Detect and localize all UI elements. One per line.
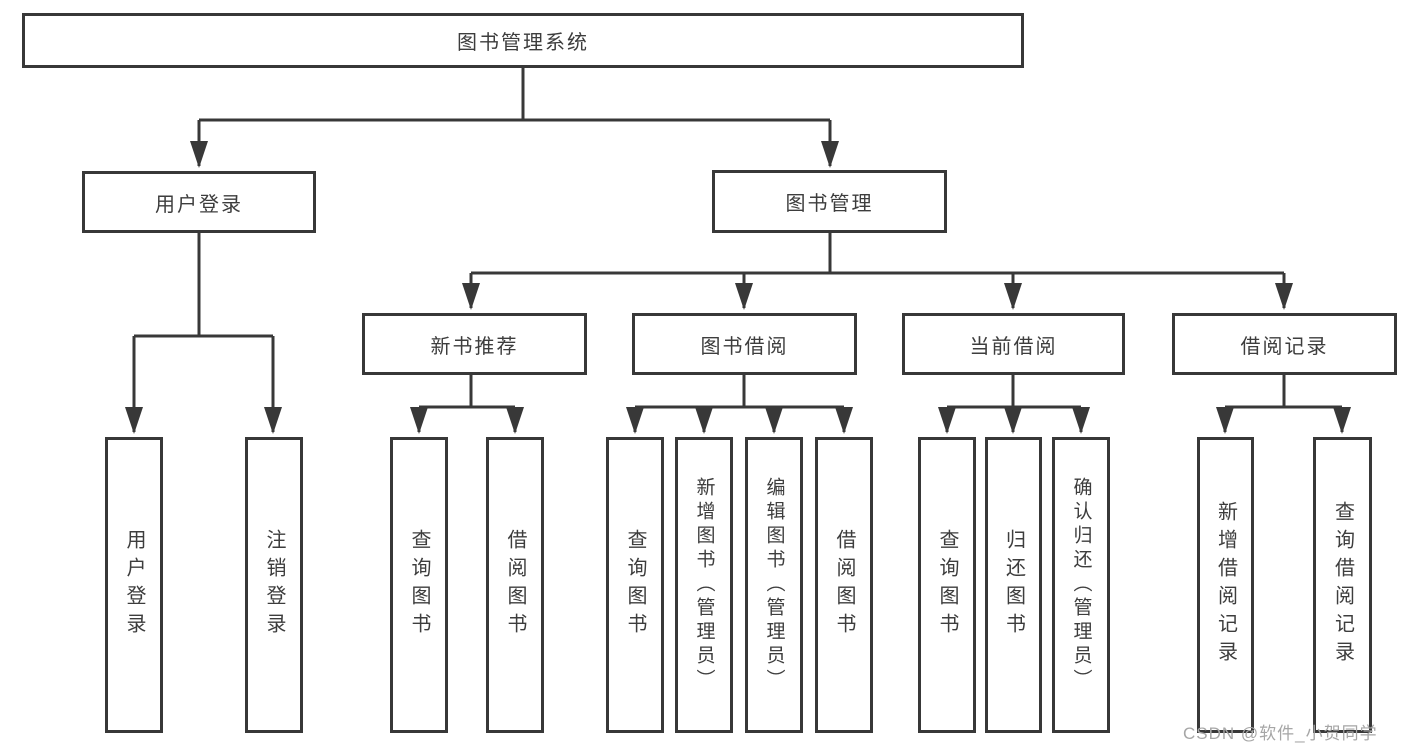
node-book-borrowing: 图书借阅 bbox=[632, 313, 857, 375]
node-new-book-recommend-label: 新书推荐 bbox=[430, 335, 519, 358]
csdn-watermark: CSDN @软件_小贺同学 bbox=[1183, 724, 1378, 743]
leaf-edit-books-admin: 编辑图书（管理员） bbox=[745, 437, 803, 733]
node-borrowing-records-label: 借阅记录 bbox=[1240, 335, 1329, 358]
leaf-logout: 注销登录 bbox=[245, 437, 303, 733]
leaf-confirm-return-admin-label: 确认归还（管理员） bbox=[1070, 477, 1092, 693]
node-borrowing-records: 借阅记录 bbox=[1172, 313, 1397, 375]
leaf-query-books-1-label: 查询图书 bbox=[408, 529, 430, 641]
leaf-logout-label: 注销登录 bbox=[263, 529, 285, 641]
node-book-management: 图书管理 bbox=[712, 170, 947, 233]
leaf-query-borrow-record: 查询借阅记录 bbox=[1313, 437, 1372, 733]
node-book-borrowing-label: 图书借阅 bbox=[700, 335, 789, 358]
leaf-borrow-books-1: 借阅图书 bbox=[486, 437, 544, 733]
node-new-book-recommend: 新书推荐 bbox=[362, 313, 587, 375]
leaf-confirm-return-admin: 确认归还（管理员） bbox=[1052, 437, 1110, 733]
leaf-add-books-admin: 新增图书（管理员） bbox=[675, 437, 733, 733]
leaf-add-books-admin-label: 新增图书（管理员） bbox=[693, 477, 715, 693]
leaf-return-books-label: 归还图书 bbox=[1002, 529, 1025, 641]
node-current-borrowing: 当前借阅 bbox=[902, 313, 1125, 375]
leaf-query-books-1: 查询图书 bbox=[390, 437, 448, 733]
leaf-add-borrow-record-label: 新增借阅记录 bbox=[1214, 501, 1237, 669]
leaf-query-books-2: 查询图书 bbox=[606, 437, 664, 733]
leaf-edit-books-admin-label: 编辑图书（管理员） bbox=[763, 477, 785, 693]
leaf-query-borrow-record-label: 查询借阅记录 bbox=[1331, 501, 1354, 669]
leaf-borrow-books-2-label: 借阅图书 bbox=[833, 529, 855, 641]
node-current-borrowing-label: 当前借阅 bbox=[969, 335, 1058, 358]
node-root-label: 图书管理系统 bbox=[457, 32, 589, 54]
node-user-login: 用户登录 bbox=[82, 171, 316, 233]
leaf-user-login-label: 用户登录 bbox=[123, 529, 145, 641]
node-root: 图书管理系统 bbox=[22, 13, 1024, 68]
node-user-login-label: 用户登录 bbox=[155, 193, 243, 216]
leaf-query-books-3-label: 查询图书 bbox=[936, 529, 958, 641]
leaf-borrow-books-2: 借阅图书 bbox=[815, 437, 873, 733]
leaf-return-books: 归还图书 bbox=[985, 437, 1042, 733]
node-book-management-label: 图书管理 bbox=[785, 193, 874, 215]
leaf-user-login: 用户登录 bbox=[105, 437, 163, 733]
leaf-query-books-2-label: 查询图书 bbox=[624, 529, 646, 641]
leaf-query-books-3: 查询图书 bbox=[918, 437, 976, 733]
leaf-borrow-books-1-label: 借阅图书 bbox=[504, 529, 526, 641]
leaf-add-borrow-record: 新增借阅记录 bbox=[1197, 437, 1254, 733]
